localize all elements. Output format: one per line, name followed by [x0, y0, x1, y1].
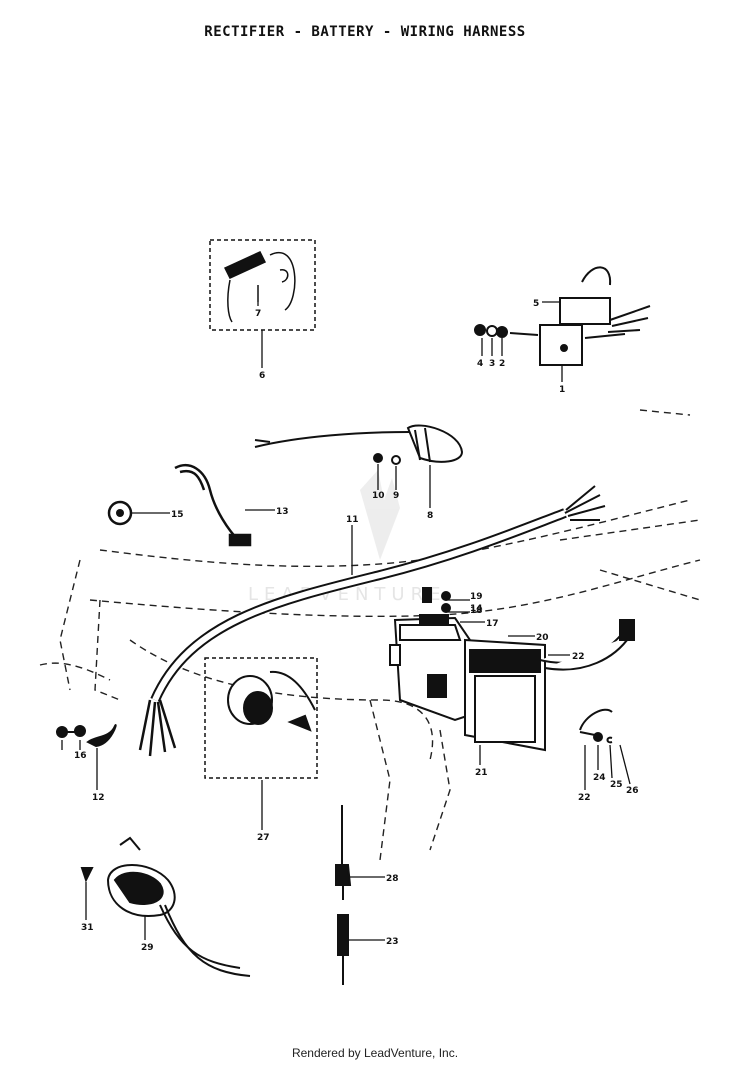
washer-2	[496, 326, 508, 338]
leader-lines	[61, 301, 631, 941]
diagram-title: RECTIFIER - BATTERY - WIRING HARNESS	[204, 24, 526, 40]
wiring-harness	[138, 485, 606, 757]
callout-17: 17	[486, 619, 499, 629]
callout-11: 11	[346, 515, 359, 525]
callout-26: 26	[626, 786, 639, 796]
callout-24: 24	[593, 773, 606, 783]
callout-22b: 22	[578, 793, 591, 803]
callout-10: 10	[372, 491, 385, 501]
rectifier-plate	[559, 297, 611, 325]
terminal-parts	[579, 708, 613, 744]
wire-kit-box	[209, 239, 316, 331]
callout-2: 2	[499, 359, 505, 369]
rectifier-body	[539, 324, 583, 366]
callout-13: 13	[276, 507, 289, 517]
washer-4	[474, 324, 486, 336]
callout-12: 12	[92, 793, 105, 803]
callout-20: 20	[536, 633, 549, 643]
callout-21: 21	[475, 768, 488, 778]
callout-16: 16	[74, 751, 87, 761]
battery-bolts	[422, 587, 451, 613]
callout-15: 15	[171, 510, 184, 520]
callout-6: 6	[259, 371, 265, 381]
sensor-28	[335, 805, 352, 985]
callout-7: 7	[255, 309, 261, 319]
grommet-15	[107, 500, 133, 526]
battery-assembly	[389, 614, 635, 752]
callout-27: 27	[257, 833, 270, 843]
exploded-parts-diagram: LEADVENTURE	[39, 239, 701, 985]
bracket-13	[174, 464, 252, 547]
callout-31: 31	[81, 923, 94, 933]
tail-lamp	[80, 836, 251, 977]
rectifier-assembly	[474, 266, 651, 366]
callout-19: 19	[470, 592, 483, 602]
washer-3	[486, 325, 498, 337]
callout-29: 29	[141, 943, 154, 953]
callout-8: 8	[427, 511, 433, 521]
callout-3: 3	[489, 359, 495, 369]
callout-25: 25	[610, 780, 623, 790]
callout-labels: 1 2 3 4 5 6 7 8 9 10 11 12 13 14 15 16 1…	[74, 299, 639, 953]
frame-outline	[39, 409, 701, 861]
callout-18: 18	[470, 606, 483, 616]
fastener-set-left	[56, 724, 117, 748]
watermark-logo-icon	[360, 470, 400, 560]
callout-14: 14	[470, 604, 483, 614]
switch-kit-box	[204, 657, 318, 779]
callout-9: 9	[393, 491, 399, 501]
fuse-holder	[254, 424, 464, 465]
callout-22: 22	[572, 652, 585, 662]
footer-credit: Rendered by LeadVenture, Inc.	[291, 1046, 459, 1060]
callout-23: 23	[386, 937, 399, 947]
callout-28: 28	[386, 874, 399, 884]
callout-4: 4	[477, 359, 483, 369]
callout-5: 5	[533, 299, 539, 309]
callout-1: 1	[559, 385, 565, 395]
